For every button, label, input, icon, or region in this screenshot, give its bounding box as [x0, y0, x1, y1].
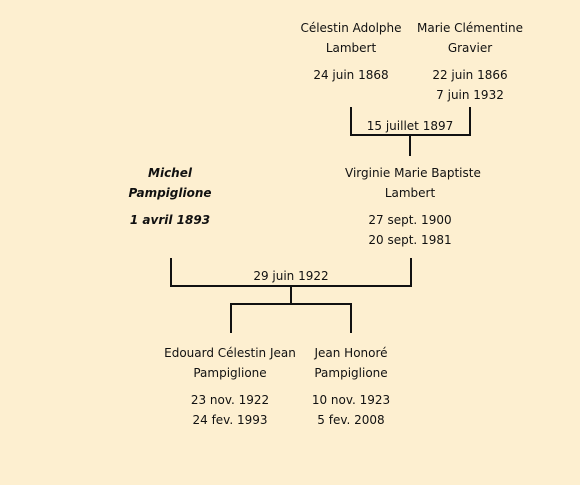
person-birth-date: 22 juin 1866 — [432, 68, 508, 82]
person-name-line2: Lambert — [325, 41, 377, 55]
person-death-date: 7 juin 1932 — [436, 88, 504, 102]
children-connector-left — [230, 305, 232, 333]
marriage-date-parents: 15 juillet 1897 — [366, 119, 454, 133]
person-name-line1: Célestin Adolphe — [300, 21, 402, 35]
connector-right-vertical — [410, 258, 412, 287]
person-death-date: 24 fev. 1993 — [192, 413, 268, 427]
person-name-line2: Pampiglione — [128, 186, 212, 200]
connector-left-vertical — [170, 258, 172, 287]
person-name-line1: Virginie Marie Baptiste — [345, 166, 481, 180]
person-edouard-pampiglione: Edouard Célestin Jean Pampiglione 23 nov… — [155, 343, 305, 430]
connector-descent — [409, 136, 411, 156]
person-name-line2: Pampiglione — [314, 366, 388, 380]
person-birth-date: 1 avril 1893 — [129, 213, 211, 227]
person-name-line1: Michel — [148, 166, 192, 180]
person-michel-pampiglione: Michel Pampiglione 1 avril 1893 — [105, 163, 235, 230]
person-death-date: 5 fev. 2008 — [317, 413, 385, 427]
person-birth-date: 27 sept. 1900 — [368, 213, 452, 227]
connector-horizontal — [170, 285, 412, 287]
connector-horizontal — [350, 134, 471, 136]
person-celestin-lambert: Célestin Adolphe Lambert 24 juin 1868 — [286, 18, 416, 85]
person-birth-date: 10 nov. 1923 — [311, 393, 391, 407]
person-birth-date: 23 nov. 1922 — [190, 393, 270, 407]
person-virginie-lambert: Virginie Marie Baptiste Lambert 27 sept.… — [345, 163, 481, 250]
person-jean-pampiglione: Jean Honoré Pampiglione 10 nov. 1923 5 f… — [286, 343, 416, 430]
person-name-line1: Jean Honoré — [314, 346, 388, 360]
children-connector-right — [350, 305, 352, 333]
person-marie-gravier: Marie Clémentine Gravier 22 juin 1866 7 … — [405, 18, 535, 105]
connector-right-vertical — [469, 107, 471, 136]
person-name-line2: Pampiglione — [193, 366, 267, 380]
person-name-line2: Gravier — [447, 41, 493, 55]
marriage-date-couple: 29 juin 1922 — [253, 269, 329, 283]
connector-descent — [290, 287, 292, 305]
person-name-line1: Marie Clémentine — [417, 21, 523, 35]
person-name-line1: Edouard Célestin Jean — [164, 346, 296, 360]
children-connector-horizontal — [230, 303, 352, 305]
connector-left-vertical — [350, 107, 352, 136]
person-death-date: 20 sept. 1981 — [368, 233, 452, 247]
person-birth-date: 24 juin 1868 — [313, 68, 389, 82]
person-name-line2: Lambert — [384, 186, 436, 200]
